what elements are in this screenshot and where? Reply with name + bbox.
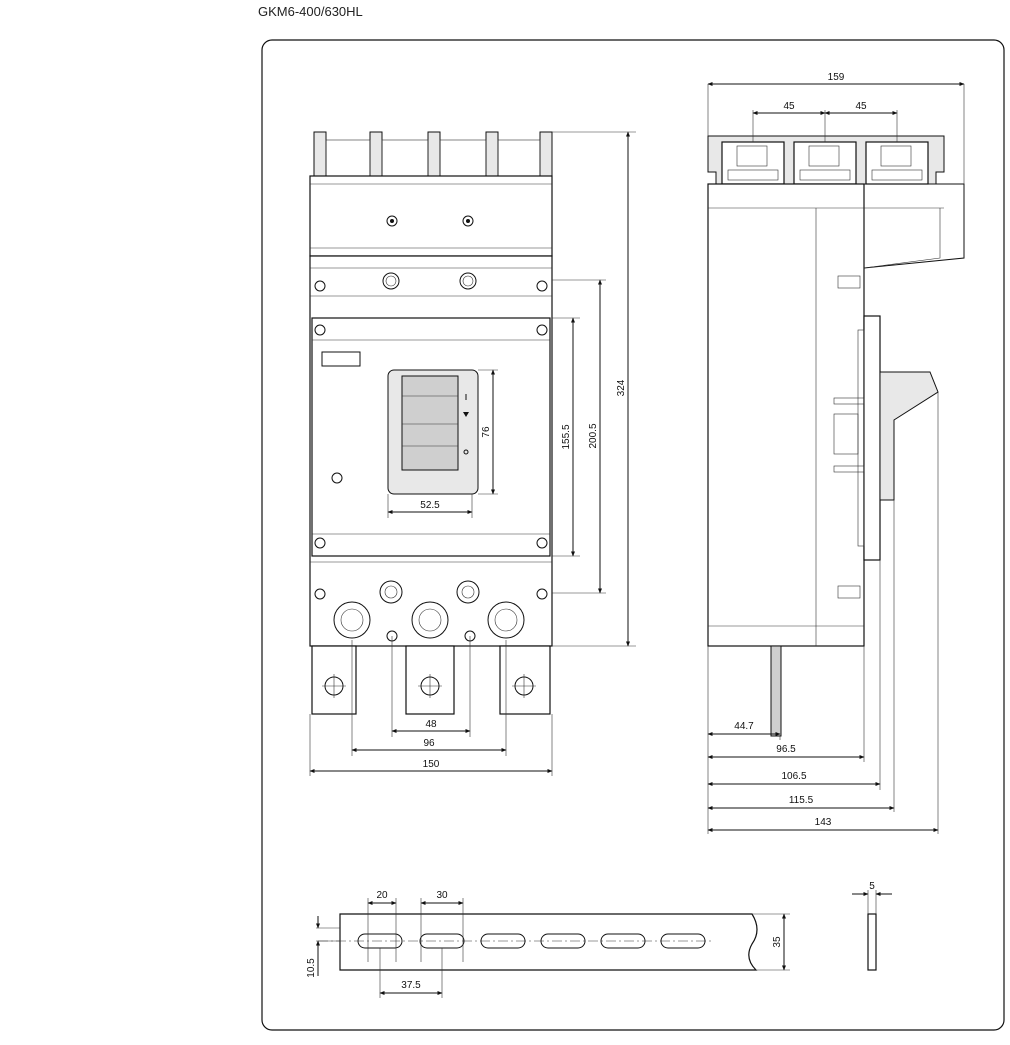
- side-view: 159 45 45 44.7 96.5 106.5 115.5 143: [707, 72, 965, 834]
- dim-busbar-width: 35: [772, 936, 783, 948]
- dim-side-d2: 96.5: [776, 744, 796, 755]
- dim-handle-width: 52.5: [420, 500, 440, 511]
- dim-slot-offset: 37.5: [401, 980, 421, 991]
- front-view: 324 200.5 155.5 76 52.5 48: [309, 131, 636, 776]
- screw-icon: [462, 215, 474, 227]
- breaker-handle: [401, 375, 459, 471]
- dim-pitch-right: 45: [855, 101, 867, 112]
- dim-handle-height: 76: [481, 426, 492, 438]
- dim-slot-pitch: 30: [436, 890, 448, 901]
- terminal-cover: [485, 131, 499, 177]
- terminal-cover: [369, 131, 383, 177]
- front-vertical-dims: 324 200.5 155.5 76: [478, 131, 636, 647]
- drawing-frame: [261, 39, 1005, 1031]
- dim-pole-pitch: 48: [425, 719, 437, 730]
- dim-edge-offset: 10.5: [306, 958, 317, 978]
- dim-side-d3: 106.5: [781, 771, 806, 782]
- top-block: [309, 175, 553, 257]
- dim-side-width-total: 159: [828, 72, 845, 83]
- busbar: [339, 913, 758, 971]
- terminal-cover: [427, 131, 441, 177]
- side-handle: [879, 371, 939, 501]
- dim-side-d1: 44.7: [734, 721, 754, 732]
- drawing-title: GKM6-400/630HL: [258, 4, 363, 19]
- dim-height-cover: 155.5: [561, 424, 572, 449]
- dim-side-d4: 115.5: [789, 795, 814, 806]
- terminal-cover: [539, 131, 553, 177]
- dim-side-d5: 143: [815, 817, 832, 828]
- side-body: [707, 183, 865, 647]
- terminal-cover: [313, 131, 327, 177]
- dim-mount-spacing: 96: [423, 738, 435, 749]
- busbar-dims: 20 30 10.5 37.5 35: [306, 890, 790, 998]
- busbar-view: 20 30 10.5 37.5 35 5: [306, 881, 892, 998]
- dim-pitch-left: 45: [783, 101, 795, 112]
- dim-height-total: 324: [616, 379, 627, 396]
- screw-icon: [386, 215, 398, 227]
- busbar-thickness-view: [867, 913, 877, 971]
- nameplate: [321, 351, 361, 367]
- dim-thickness: 5: [869, 881, 875, 892]
- front-horizontal-dims: 52.5 48 96 150: [309, 494, 553, 776]
- dim-width-total: 150: [423, 759, 440, 770]
- dim-height-mount: 200.5: [588, 423, 599, 448]
- test-button: [331, 472, 343, 484]
- side-dims: 159 45 45 44.7 96.5 106.5 115.5 143: [707, 72, 965, 834]
- dim-slot-length: 20: [376, 890, 388, 901]
